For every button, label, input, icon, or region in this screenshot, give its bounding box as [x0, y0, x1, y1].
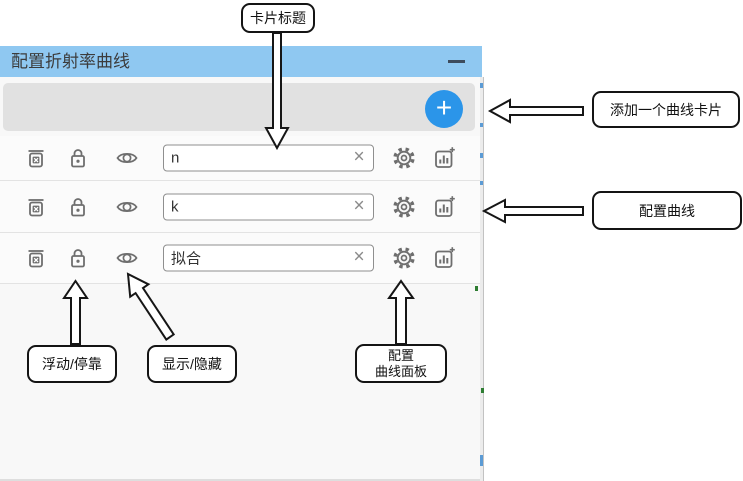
minimize-button[interactable] — [444, 52, 470, 70]
configure-curve-button[interactable] — [391, 145, 417, 171]
clear-input-button[interactable]: × — [347, 193, 371, 220]
chart-plus-icon — [435, 247, 455, 268]
card-title-input[interactable] — [163, 244, 374, 272]
plus-icon: + — [435, 92, 453, 123]
clear-input-button[interactable]: × — [347, 145, 371, 172]
edge-speck — [481, 388, 484, 393]
callout-card-title: 卡片标题 — [241, 3, 315, 33]
curve-panel-button[interactable] — [431, 245, 457, 271]
curve-panel-button[interactable] — [431, 194, 457, 220]
arrow-add-card — [487, 98, 584, 124]
minimize-icon — [448, 60, 465, 63]
clear-input-button[interactable]: × — [347, 245, 371, 272]
card-title-field-wrap: × — [163, 244, 374, 272]
dock-float-button[interactable] — [65, 145, 91, 171]
delete-card-button[interactable] — [23, 245, 49, 271]
panel-toolbar — [3, 83, 475, 131]
delete-card-icon — [28, 198, 44, 216]
configure-curve-button[interactable] — [391, 245, 417, 271]
chart-plus-icon — [435, 147, 455, 168]
callout-add-card: 添加一个曲线卡片 — [592, 91, 740, 128]
callout-float-dock: 浮动/停靠 — [27, 345, 117, 383]
delete-card-button[interactable] — [23, 194, 49, 220]
curve-panel-button[interactable] — [431, 145, 457, 171]
card-title-input[interactable] — [163, 193, 374, 220]
delete-card-button[interactable] — [23, 145, 49, 171]
curve-card-row: × — [0, 233, 480, 284]
eye-icon — [116, 253, 138, 263]
callout-text: 显示/隐藏 — [162, 356, 222, 372]
eye-icon — [116, 201, 138, 212]
lock-icon — [71, 149, 85, 168]
gear-icon — [393, 195, 415, 218]
panel-title: 配置折射率曲线 — [11, 52, 130, 71]
visibility-toggle-button[interactable] — [114, 145, 140, 171]
gear-icon — [393, 147, 415, 169]
edge-tick — [480, 153, 483, 158]
callout-text: 卡片标题 — [250, 10, 306, 26]
curve-card-row: × — [0, 136, 480, 181]
curve-card-row: × — [0, 181, 480, 233]
delete-card-icon — [28, 150, 44, 168]
dock-float-button[interactable] — [65, 245, 91, 271]
callout-configure-panel: 配置 曲线面板 — [355, 344, 447, 383]
card-title-field-wrap: × — [163, 193, 374, 220]
panel-title-bar: 配置折射率曲线 — [0, 46, 482, 77]
callout-text: 配置曲线 — [639, 202, 695, 219]
chart-plus-icon — [435, 195, 455, 217]
edge-tick — [480, 181, 483, 185]
eye-icon — [116, 153, 138, 163]
delete-card-icon — [28, 250, 44, 268]
callout-show-hide: 显示/隐藏 — [147, 345, 237, 383]
panel-bottom-edge — [0, 479, 480, 481]
configure-curve-button[interactable] — [391, 194, 417, 220]
arrow-configure-curve — [481, 198, 584, 224]
clear-icon: × — [353, 246, 365, 268]
edge-tick — [480, 455, 483, 466]
card-title-field-wrap: × — [163, 144, 374, 172]
edge-tick — [480, 83, 483, 88]
clear-icon: × — [353, 195, 365, 216]
callout-configure-curve: 配置曲线 — [592, 191, 742, 230]
add-curve-card-button[interactable]: + — [425, 90, 463, 128]
callout-text: 曲线面板 — [374, 363, 427, 379]
lock-icon — [71, 197, 85, 216]
panel-right-edge — [480, 77, 484, 481]
edge-tick — [480, 123, 483, 127]
clear-icon: × — [353, 146, 365, 168]
visibility-toggle-button[interactable] — [114, 194, 140, 220]
gear-icon — [393, 247, 415, 269]
card-title-input[interactable] — [163, 144, 374, 172]
edge-speck — [475, 286, 478, 291]
dock-float-button[interactable] — [65, 194, 91, 220]
visibility-toggle-button[interactable] — [114, 245, 140, 271]
callout-text: 添加一个曲线卡片 — [610, 101, 722, 118]
callout-text: 配置 — [387, 347, 414, 363]
lock-icon — [71, 249, 85, 268]
callout-text: 浮动/停靠 — [42, 356, 102, 372]
